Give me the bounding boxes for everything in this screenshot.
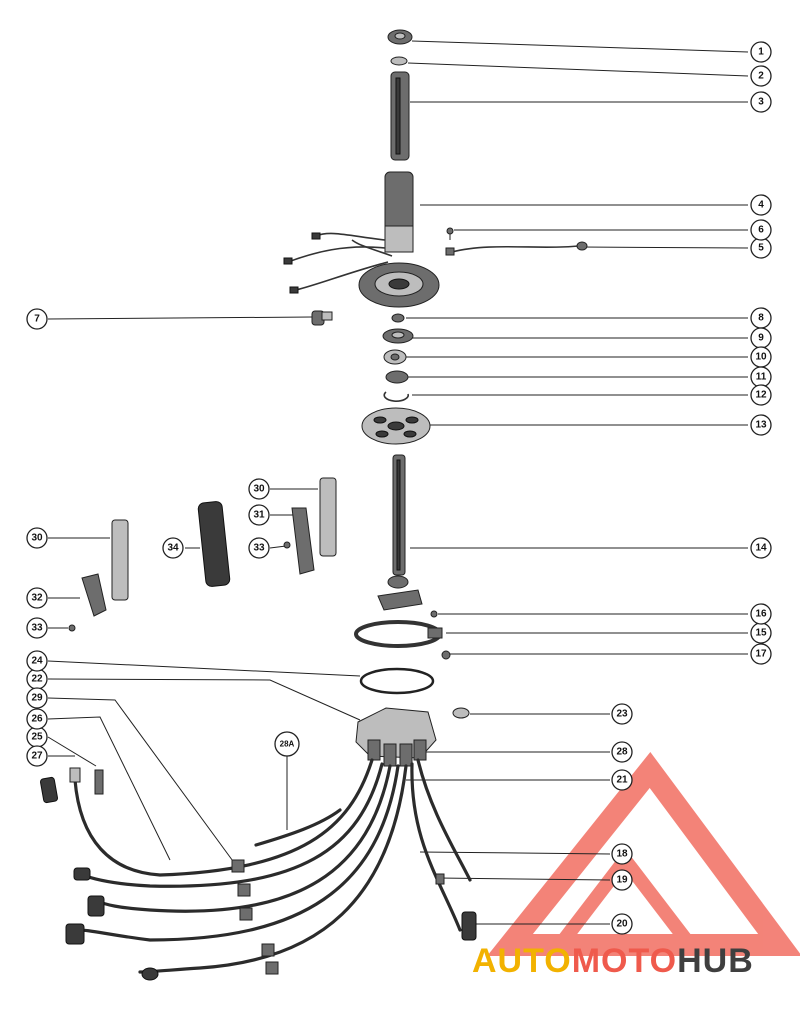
callout: 4 [750, 194, 772, 216]
callout: 8 [750, 307, 772, 329]
svg-text:12: 12 [755, 390, 767, 401]
watermark-part-3: HUB [677, 942, 754, 980]
svg-text:14: 14 [755, 543, 767, 554]
svg-text:1: 1 [758, 47, 764, 58]
callout: 15 [750, 622, 772, 644]
wire-boots [39, 767, 477, 981]
callout: 26 [26, 708, 48, 730]
svg-text:16: 16 [755, 609, 767, 620]
callout: 28A [274, 731, 300, 757]
callout: 30 [26, 527, 48, 549]
svg-text:2: 2 [758, 71, 764, 82]
callout: 34 [162, 537, 184, 559]
svg-text:32: 32 [31, 593, 43, 604]
spark-plug-wires [73, 758, 472, 974]
callout: 11 [750, 366, 772, 388]
callout: 19 [611, 869, 633, 891]
svg-text:23: 23 [616, 709, 628, 720]
svg-text:29: 29 [31, 693, 43, 704]
wire-retainers [68, 477, 337, 632]
callout: 30 [248, 478, 270, 500]
callout: 16 [750, 603, 772, 625]
svg-text:33: 33 [31, 623, 43, 634]
svg-text:3: 3 [758, 97, 764, 108]
callout: 21 [611, 769, 633, 791]
svg-text:5: 5 [758, 243, 764, 254]
svg-text:8: 8 [758, 313, 764, 324]
rotor-shaft [377, 454, 423, 611]
callout: 13 [750, 414, 772, 436]
callout: 25 [26, 726, 48, 748]
svg-text:30: 30 [31, 533, 43, 544]
callout: 32 [26, 587, 48, 609]
watermark-brand-text: AUTOMOTOHUB [472, 942, 754, 981]
callout: 5 [750, 237, 772, 259]
callout: 33 [26, 617, 48, 639]
svg-text:11: 11 [756, 372, 767, 383]
callout: 31 [248, 504, 270, 526]
distributor-cap [355, 707, 437, 767]
svg-text:30: 30 [253, 484, 265, 495]
callout: 22 [26, 668, 48, 690]
callout: 6 [750, 219, 772, 241]
connector-plug [311, 310, 333, 326]
callout: 3 [750, 91, 772, 113]
svg-text:10: 10 [755, 352, 767, 363]
leader-lines [47, 40, 749, 925]
trigger-disc [361, 407, 431, 445]
svg-text:20: 20 [616, 919, 628, 930]
watermark-part-1: AUTO [472, 942, 572, 980]
svg-text:26: 26 [31, 714, 43, 725]
svg-text:13: 13 [755, 420, 767, 431]
callout: 7 [26, 308, 48, 330]
callout: 1 [750, 41, 772, 63]
callout: 10 [750, 346, 772, 368]
bulb-terminal [452, 707, 470, 719]
ground-wire [445, 241, 588, 256]
callout: 27 [26, 745, 48, 767]
washer-stack [382, 313, 414, 402]
svg-text:31: 31 [253, 510, 265, 521]
svg-text:28A: 28A [280, 740, 295, 749]
distributor-housing [283, 171, 440, 308]
svg-text:25: 25 [31, 732, 43, 743]
callout: 12 [750, 384, 772, 406]
svg-text:33: 33 [253, 543, 265, 554]
svg-text:18: 18 [616, 849, 628, 860]
svg-text:7: 7 [34, 314, 40, 325]
callout: 28 [611, 741, 633, 763]
svg-text:22: 22 [31, 674, 43, 685]
callout: 9 [750, 327, 772, 349]
callout: 20 [611, 913, 633, 935]
svg-text:4: 4 [758, 200, 764, 211]
screw [446, 227, 454, 240]
callout: 2 [750, 65, 772, 87]
svg-text:17: 17 [755, 649, 767, 660]
svg-text:24: 24 [31, 656, 43, 667]
callout: 29 [26, 687, 48, 709]
o-ring [359, 667, 435, 695]
callout: 17 [750, 643, 772, 665]
watermark-part-2: MOTO [571, 942, 678, 980]
svg-text:28: 28 [616, 747, 628, 758]
clamp-band [354, 610, 451, 660]
svg-text:21: 21 [616, 775, 628, 786]
callout: 18 [611, 843, 633, 865]
svg-text:34: 34 [167, 543, 179, 554]
svg-text:6: 6 [758, 225, 764, 236]
distributor-top-stack [387, 29, 413, 161]
callout: 24 [26, 650, 48, 672]
watermark-logo [487, 751, 800, 956]
svg-text:15: 15 [755, 628, 767, 639]
callout: 14 [750, 537, 772, 559]
callout: 33 [248, 537, 270, 559]
svg-text:27: 27 [31, 751, 43, 762]
callout: 23 [611, 703, 633, 725]
svg-text:19: 19 [616, 875, 628, 886]
svg-text:9: 9 [758, 333, 764, 344]
